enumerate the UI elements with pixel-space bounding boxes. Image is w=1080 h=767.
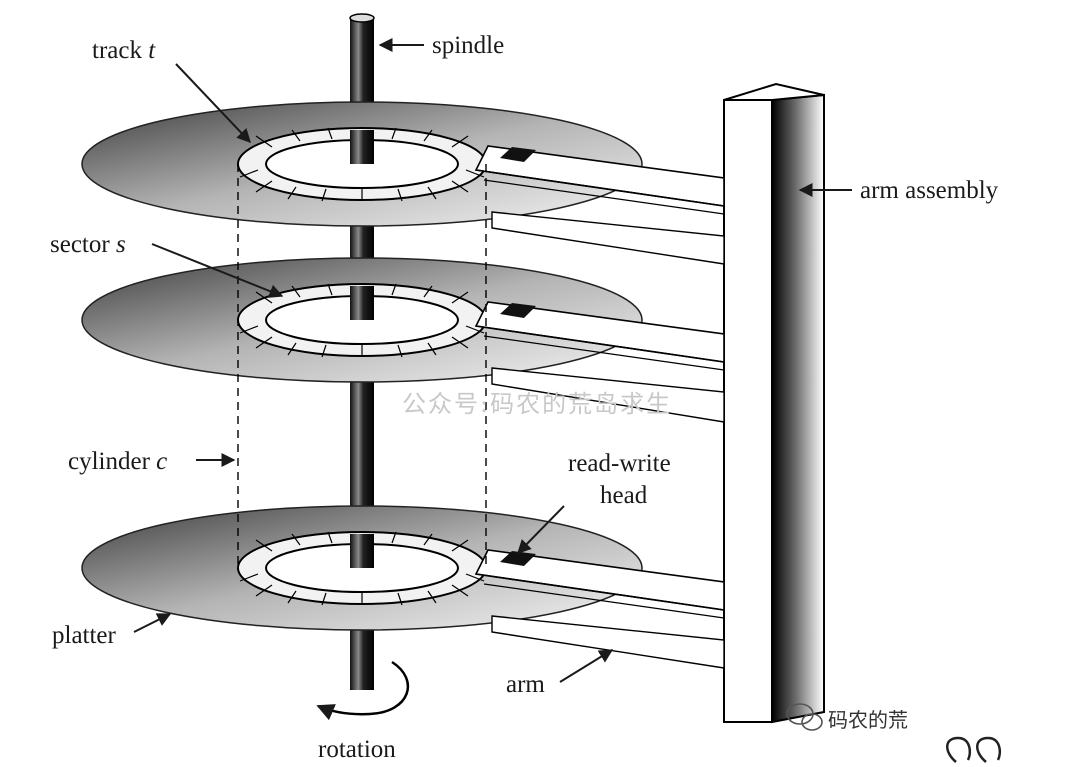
rotation-arrow	[316, 660, 410, 721]
arm-top	[474, 145, 725, 265]
play-logo-icon	[946, 736, 1002, 763]
label-sector-word: sector	[50, 231, 110, 258]
label-arm-assembly: arm assembly	[860, 177, 999, 204]
label-arm: arm	[506, 671, 545, 698]
label-cylinder-word: cylinder	[68, 448, 151, 475]
label-platter: platter	[52, 622, 117, 649]
wechat-icon	[786, 703, 823, 731]
label-read-write-line2: head	[600, 482, 648, 509]
label-arrows	[133, 38, 852, 683]
label-spindle: spindle	[432, 32, 504, 59]
platter-middle	[81, 257, 643, 383]
label-track-var: t	[148, 37, 156, 64]
arm-assembly	[723, 82, 825, 724]
label-sector: sector s	[50, 231, 126, 258]
label-track: track t	[92, 37, 156, 64]
label-cylinder: cylinder c	[68, 448, 167, 475]
label-track-word: track	[92, 37, 142, 64]
arm-bottom	[474, 549, 725, 669]
arm-middle	[474, 301, 725, 423]
label-rotation: rotation	[318, 736, 396, 763]
cylinder-outline	[237, 164, 487, 568]
label-cylinder-var: c	[156, 448, 167, 475]
wechat-badge: 码农的荒	[786, 703, 908, 732]
watermark: 公众号:码农的荒岛求生	[402, 390, 672, 418]
wechat-badge-text: 码农的荒	[828, 708, 908, 732]
label-sector-var: s	[116, 231, 126, 258]
label-read-write-line1: read-write	[568, 450, 671, 477]
